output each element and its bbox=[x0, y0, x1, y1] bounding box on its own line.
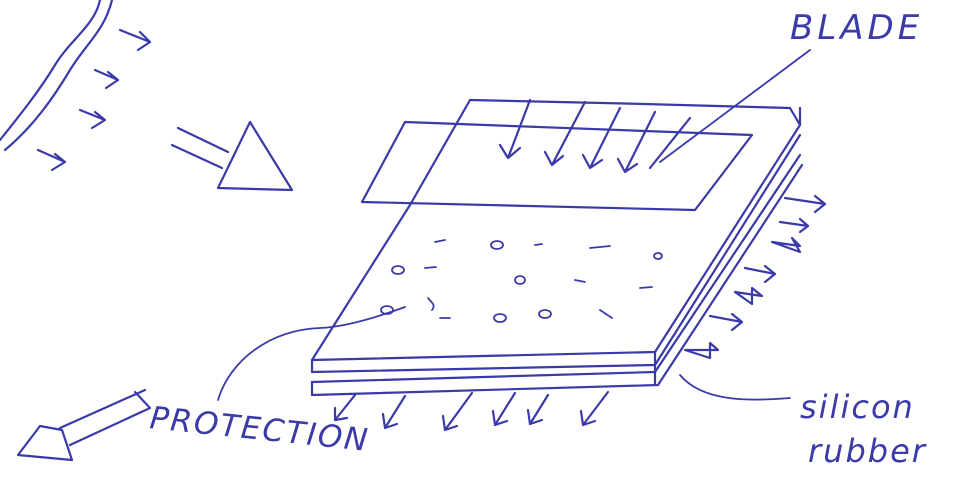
silicon-leader-line bbox=[679, 374, 791, 401]
protection-layer bbox=[310, 98, 802, 374]
leader-lines bbox=[217, 49, 811, 401]
rubber-label: rubber bbox=[808, 432, 927, 470]
blade-panel bbox=[360, 120, 754, 212]
flow-arrow bbox=[170, 120, 294, 192]
airflow-lines bbox=[0, 0, 152, 172]
silicon-label: silicon bbox=[800, 388, 915, 426]
blade-leader-line bbox=[659, 49, 811, 163]
side-arrows bbox=[683, 194, 827, 360]
bottom-arrows bbox=[333, 390, 610, 432]
protection-leader-line bbox=[217, 306, 406, 401]
blade-pressure-arrows bbox=[498, 98, 692, 174]
blade-label: BLADE bbox=[790, 8, 924, 48]
surface-bubbles bbox=[380, 239, 663, 323]
silicon-rubber-layer bbox=[310, 153, 804, 397]
outflow-arrow bbox=[16, 388, 152, 462]
